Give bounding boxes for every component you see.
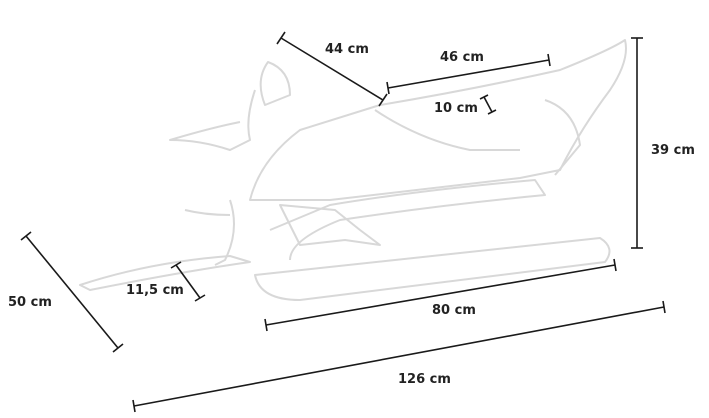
runner-length-line (265, 264, 616, 326)
runner-length-label: 80 cm (432, 303, 476, 318)
total-length-label: 126 cm (398, 372, 451, 387)
sled-outline (79, 39, 627, 301)
ski-width-line (25, 235, 119, 349)
seat-height-line (483, 96, 493, 113)
dimension-lines (20, 31, 666, 413)
seat-length-label: 46 cm (440, 50, 484, 65)
handlebar-width-label: 44 cm (325, 42, 369, 57)
ski-width-label: 50 cm (8, 295, 52, 310)
handlebar-width-line (280, 37, 384, 101)
ski-height-label: 11,5 cm (126, 283, 184, 298)
seat-length-line (387, 59, 550, 89)
total-height-label: 39 cm (651, 143, 695, 158)
ski-height-line (175, 264, 201, 299)
seat-height-label: 10 cm (434, 101, 478, 116)
total-length-line (133, 306, 665, 407)
